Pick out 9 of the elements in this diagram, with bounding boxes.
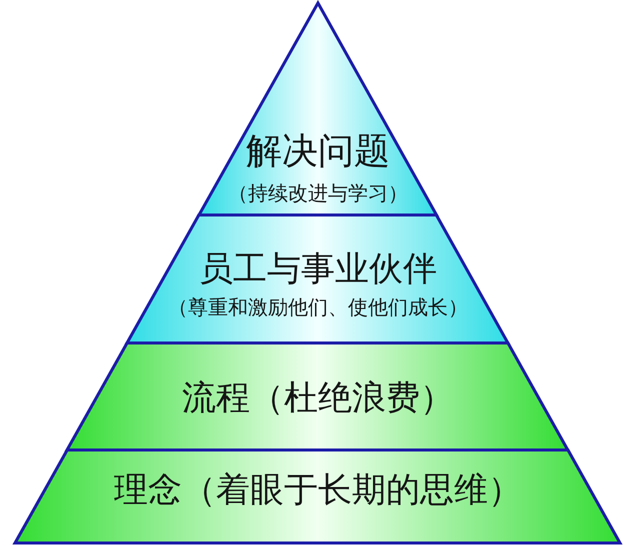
pyramid-tier (64, 340, 571, 453)
tier-heading: 流程（杜绝浪费） (182, 381, 454, 415)
pyramid-tier (196, 0, 440, 218)
tier-heading: 员工与事业伙伴 (198, 252, 437, 286)
pyramid-tier (12, 447, 623, 546)
tier-note: （尊重和激励他们、使他们成长） (168, 297, 468, 317)
tier-note: （持续改进与学习） (228, 183, 408, 203)
tier-heading: 解决问题 (246, 134, 390, 170)
tier-heading: 理念（着眼于长期的思维） (114, 473, 522, 507)
